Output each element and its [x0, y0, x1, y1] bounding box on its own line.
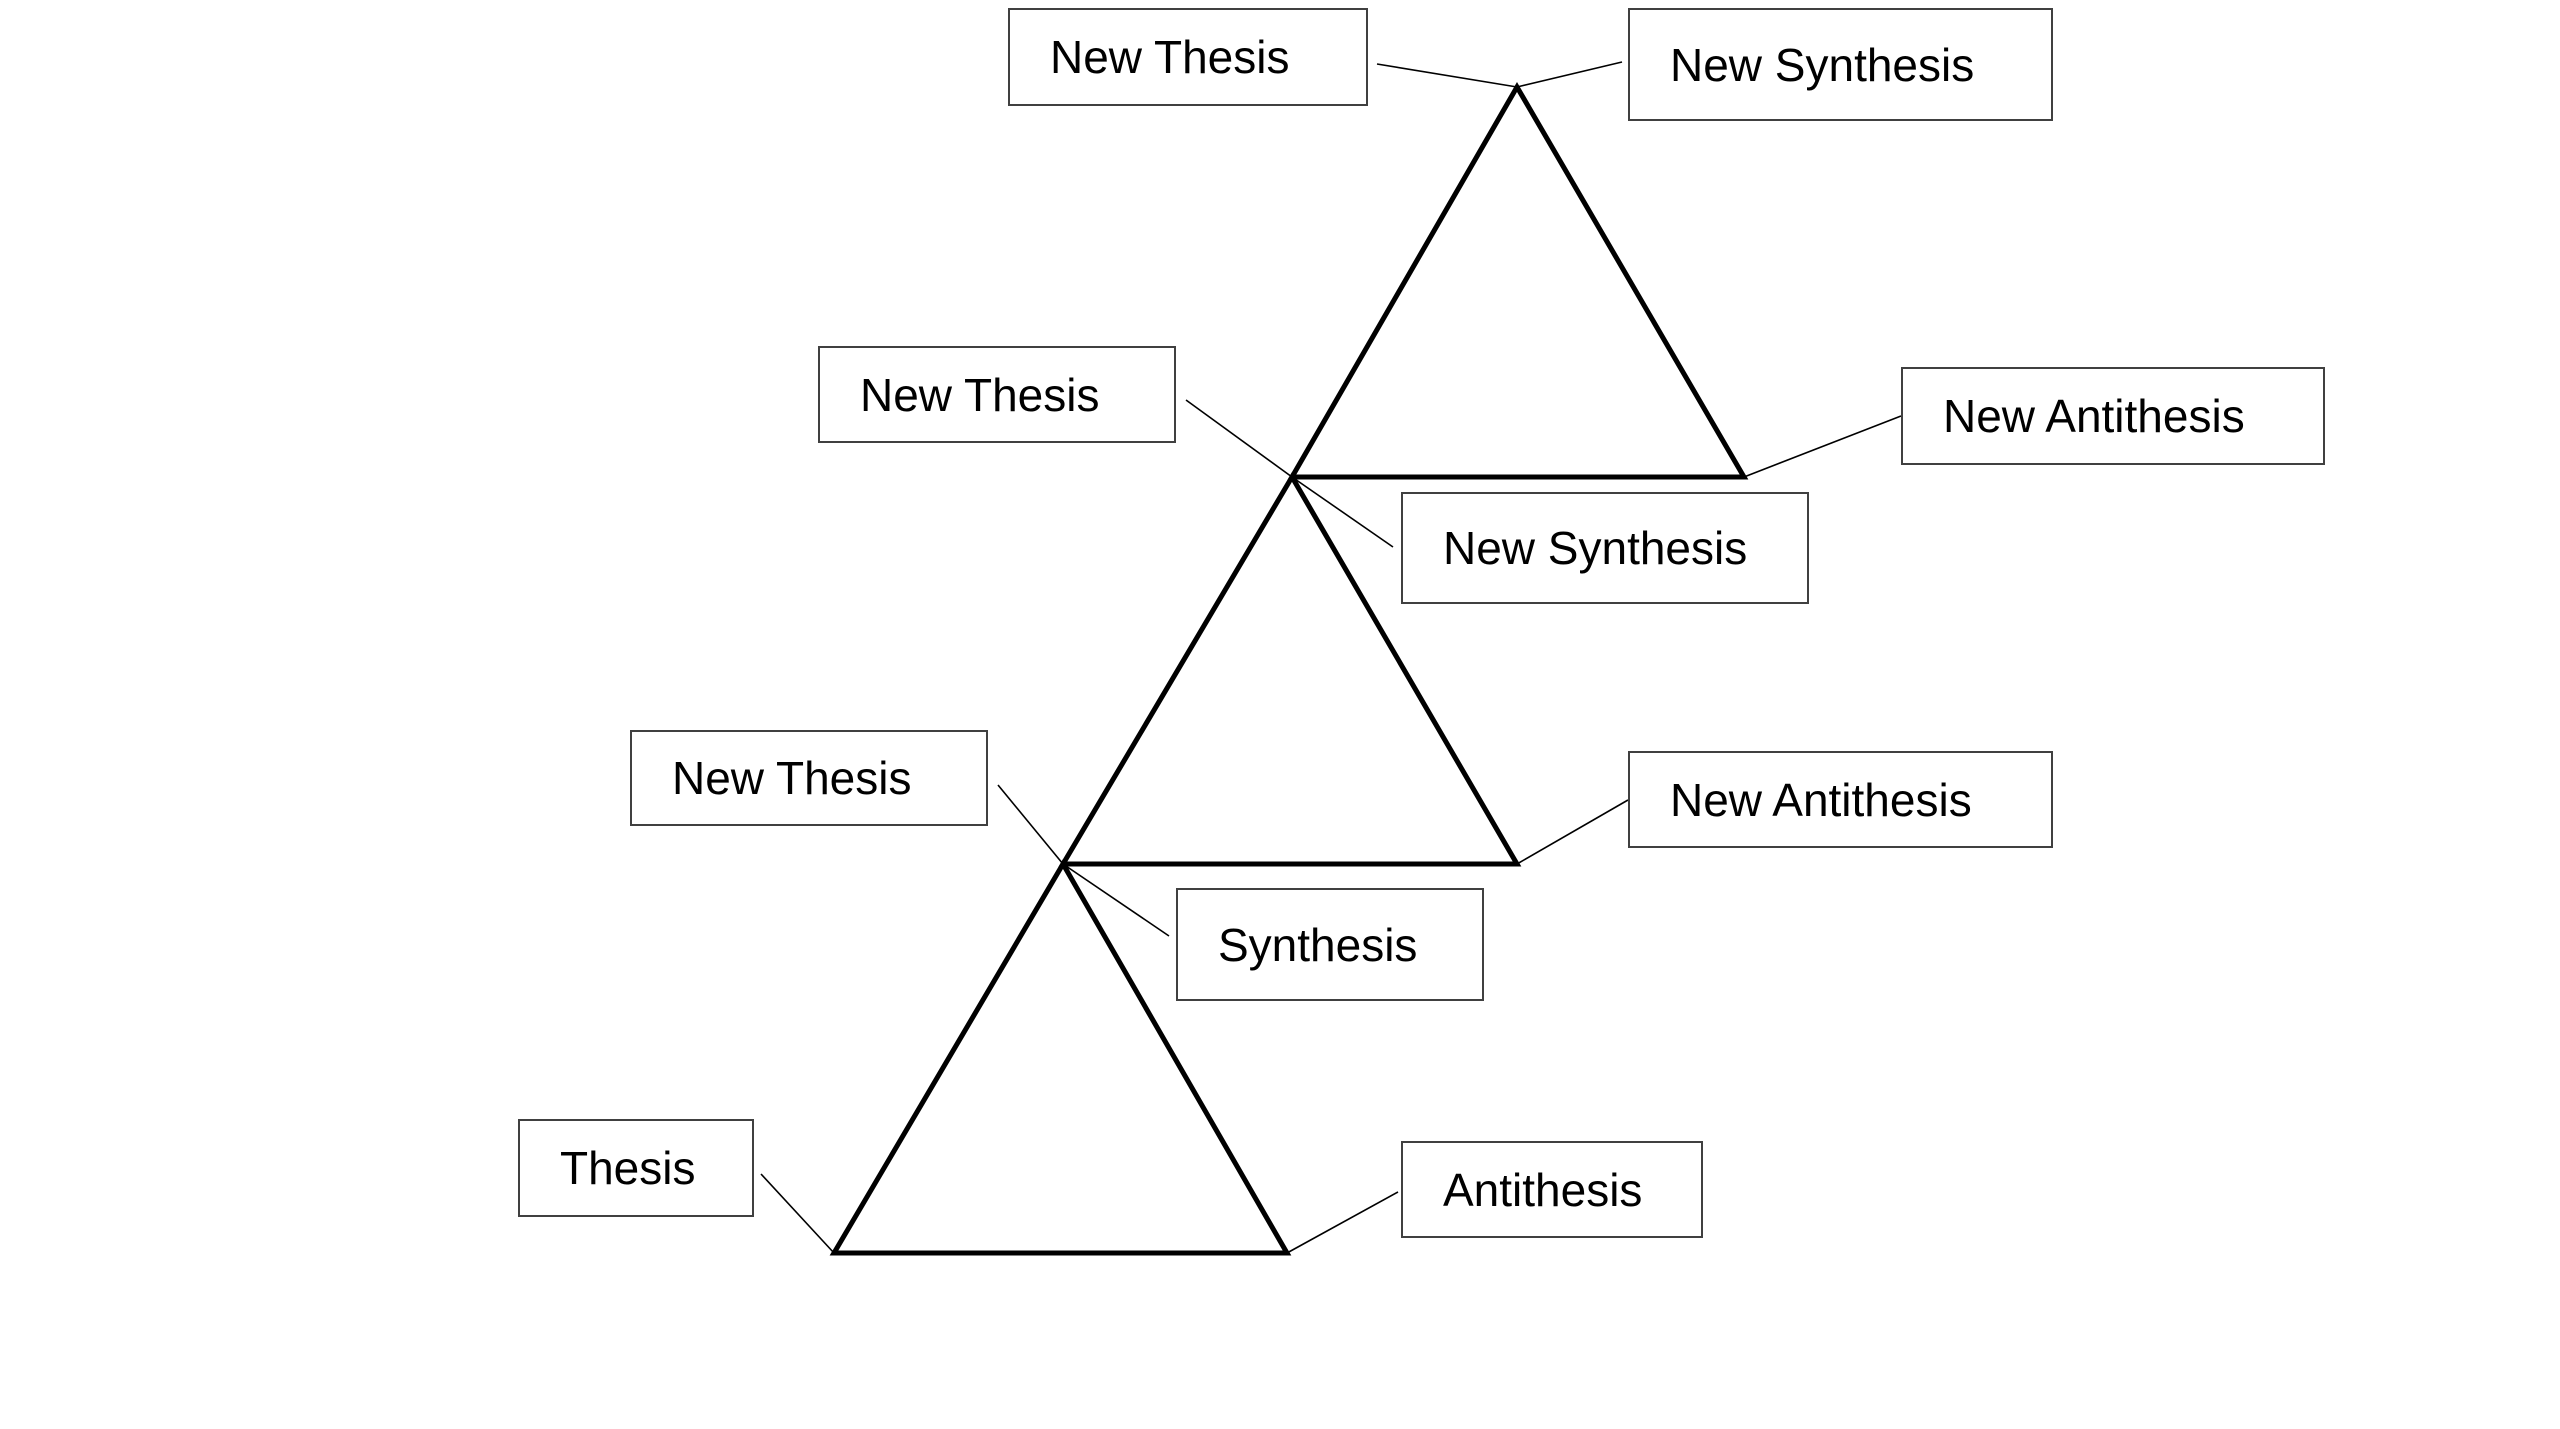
label-text: Thesis [560, 1142, 696, 1194]
label-text: New Antithesis [1943, 390, 2245, 442]
label-text: Synthesis [1218, 918, 1418, 971]
connector-new-thesis-top [1376, 63, 1518, 88]
label-text: New Thesis [672, 752, 912, 804]
connector-new-synthesis-top [1516, 61, 1623, 88]
label-new-synthesis-middle: New Synthesis [1401, 492, 1809, 604]
label-new-antithesis-middle: New Antithesis [1628, 751, 2053, 848]
triangle-middle [1058, 472, 1522, 867]
label-text: New Synthesis [1443, 522, 1748, 574]
connector-new-synthesis-middle [1291, 476, 1394, 548]
triangle-bottom [829, 859, 1292, 1256]
label-text: New Antithesis [1670, 773, 1972, 826]
label-text: New Synthesis [1670, 38, 1975, 91]
label-thesis: Thesis [518, 1119, 754, 1217]
label-synthesis: Synthesis [1176, 888, 1484, 1001]
connector-thesis [760, 1173, 835, 1254]
triangle-top [1287, 82, 1749, 480]
label-new-thesis-middle: New Thesis [818, 346, 1176, 443]
connector-new-thesis-bottom [997, 784, 1064, 865]
label-text: Antithesis [1443, 1163, 1643, 1216]
label-new-synthesis-top: New Synthesis [1628, 8, 2053, 121]
connector-antithesis [1286, 1191, 1399, 1254]
connector-new-antithesis-top [1743, 415, 1902, 478]
connector-new-thesis-middle [1185, 399, 1293, 478]
connector-new-antithesis-middle [1516, 799, 1629, 865]
connector-synthesis [1062, 863, 1170, 937]
label-antithesis: Antithesis [1401, 1141, 1703, 1238]
label-new-thesis-top: New Thesis [1008, 8, 1368, 106]
label-text: New Thesis [860, 368, 1100, 421]
label-new-antithesis-top: New Antithesis [1901, 367, 2325, 465]
label-text: New Thesis [1050, 31, 1290, 83]
